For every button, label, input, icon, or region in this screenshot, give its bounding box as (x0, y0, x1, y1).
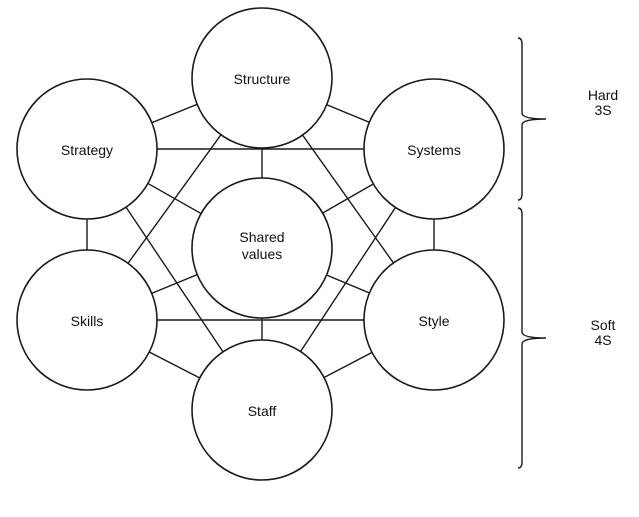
circle-style (363, 249, 505, 391)
circle-structure (191, 7, 333, 149)
label-systems: Systems (407, 142, 461, 158)
node-style: Style (363, 249, 505, 391)
bracket-hard (517, 37, 547, 201)
circle-strategy (16, 78, 158, 220)
node-skills: Skills (16, 249, 158, 391)
circle-shared-values (191, 177, 333, 319)
circle-skills (16, 249, 158, 391)
node-staff: Staff (191, 339, 333, 481)
circle-systems (363, 78, 505, 220)
label-structure: Structure (234, 71, 291, 87)
label-staff: Staff (248, 403, 277, 419)
label-style: Style (418, 313, 449, 329)
label-strategy: Strategy (61, 142, 113, 158)
label-skills: Skills (71, 313, 104, 329)
node-systems: Systems (363, 78, 505, 220)
bracket-soft (517, 207, 547, 469)
node-structure: Structure (191, 7, 333, 149)
circle-staff (191, 339, 333, 481)
node-strategy: Strategy (16, 78, 158, 220)
